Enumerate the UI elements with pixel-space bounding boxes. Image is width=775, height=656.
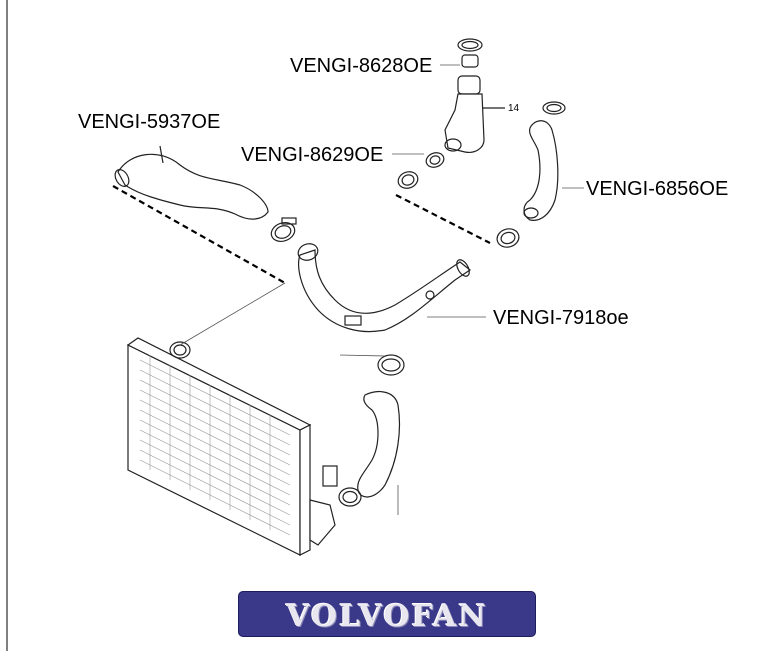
clamp-cooler: [169, 341, 191, 359]
clamp-right: [496, 228, 520, 248]
label-7918: VENGI-7918oe: [493, 307, 629, 329]
leader-cooler: [179, 282, 286, 346]
intercooler: [126, 337, 336, 556]
volvofan-logo: VOLVOFAN: [238, 591, 536, 637]
coupling-8629: [397, 152, 445, 189]
pipe-7918: [297, 243, 472, 333]
leader-lower: [339, 354, 386, 357]
throttle-assembly: [444, 38, 505, 153]
label-8628: VENGI-8628OE: [290, 55, 433, 77]
clamp-left: [270, 217, 297, 243]
label-8629: VENGI-8629OE: [241, 144, 384, 166]
callout-number: 14: [508, 103, 520, 114]
label-6856: VENGI-6856OE: [586, 178, 729, 200]
dashed-line-left: [112, 185, 286, 284]
hose-5937: [114, 145, 269, 220]
dashed-line-right: [395, 194, 491, 244]
hose-6856: [523, 101, 566, 221]
hose-lower: [322, 354, 405, 507]
logo-text: VOLVOFAN: [286, 599, 488, 634]
label-5937: VENGI-5937OE: [78, 111, 221, 133]
